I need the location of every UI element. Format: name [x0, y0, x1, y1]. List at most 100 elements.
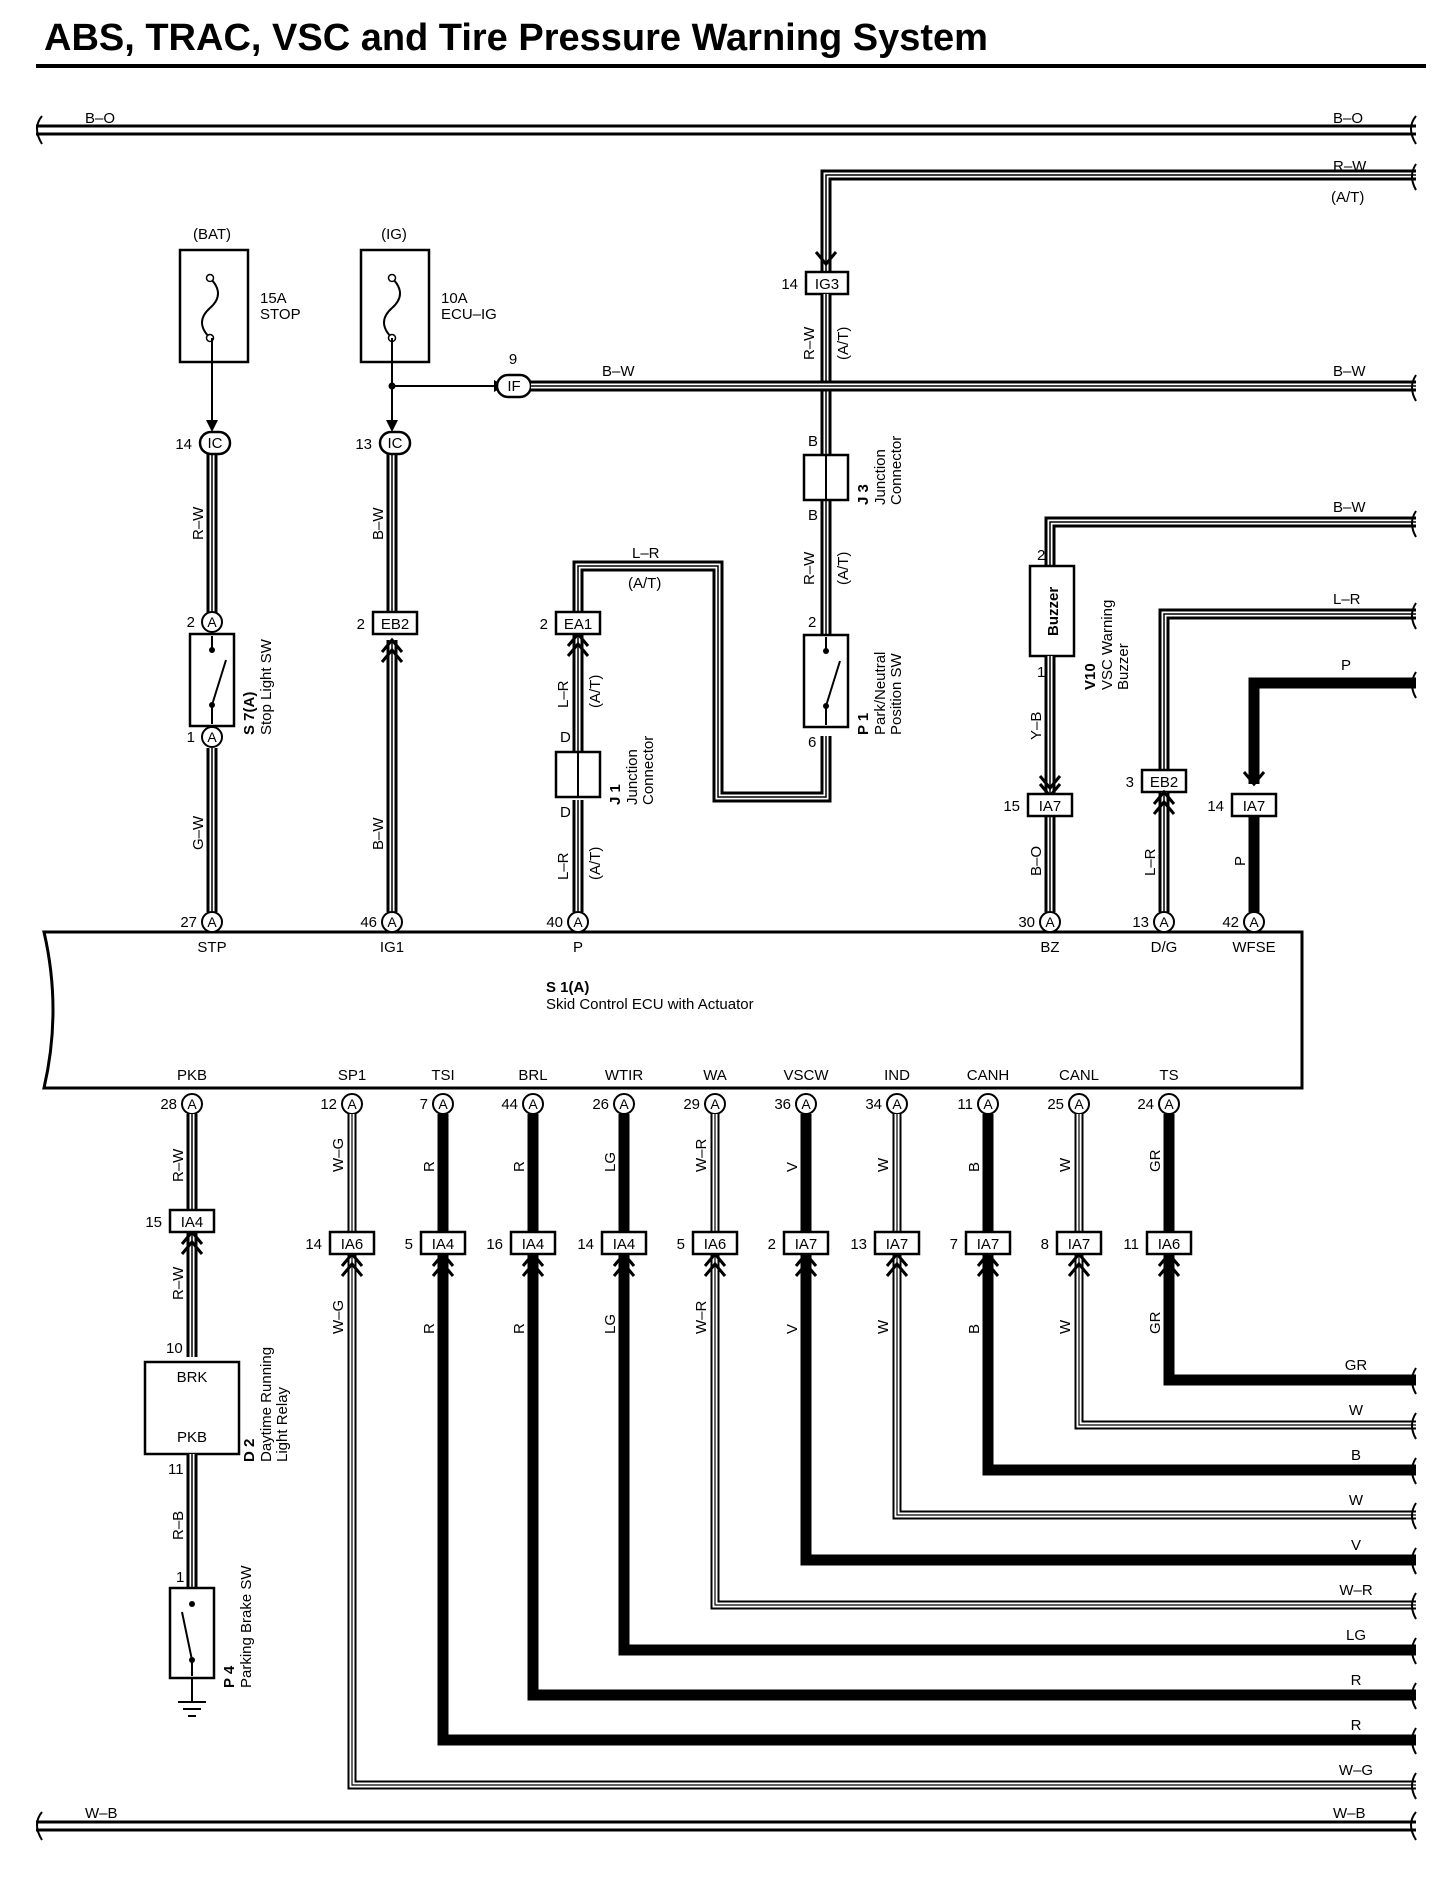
svg-text:IA4: IA4: [432, 1236, 455, 1253]
svg-text:W: W: [875, 1319, 892, 1334]
svg-text:Skid Control ECU with Actuator: Skid Control ECU with Actuator: [546, 996, 754, 1013]
svg-text:A: A: [207, 614, 217, 630]
svg-text:10A: 10A: [441, 290, 468, 307]
wfse-column: P IA7 14 P: [1207, 657, 1417, 912]
svg-text:G–W: G–W: [190, 815, 207, 850]
svg-text:IA7: IA7: [1243, 798, 1266, 815]
svg-text:L–R: L–R: [1142, 848, 1159, 876]
svg-text:A: A: [983, 1096, 993, 1112]
svg-text:Position SW: Position SW: [888, 652, 905, 735]
lr-label: L–R: [1333, 591, 1361, 608]
svg-text:LG: LG: [602, 1314, 619, 1334]
svg-text:B–W: B–W: [602, 363, 635, 380]
svg-text:A: A: [573, 914, 583, 930]
svg-text:1: 1: [176, 1569, 184, 1586]
svg-text:R–W: R–W: [170, 1266, 187, 1300]
svg-text:A: A: [207, 729, 217, 745]
svg-text:R–B: R–B: [170, 1511, 187, 1540]
svg-text:A: A: [619, 1096, 629, 1112]
svg-text:40: 40: [546, 914, 563, 931]
svg-text:STOP: STOP: [260, 306, 301, 323]
svg-text:Connector: Connector: [640, 736, 657, 805]
svg-text:IA6: IA6: [341, 1236, 364, 1253]
svg-text:IA7: IA7: [1039, 798, 1062, 815]
svg-text:15: 15: [1003, 798, 1020, 815]
bus-top-label-right: B–O: [1333, 110, 1363, 127]
svg-text:10: 10: [166, 1340, 183, 1357]
bw2-label: B–W: [1333, 499, 1366, 516]
svg-text:(A/T): (A/T): [587, 847, 604, 880]
svg-text:Connector: Connector: [888, 436, 905, 505]
svg-text:B: B: [966, 1324, 983, 1334]
svg-text:S 1(A): S 1(A): [546, 979, 589, 996]
svg-text:EB2: EB2: [1150, 774, 1178, 791]
svg-text:TSI: TSI: [431, 1067, 454, 1084]
svg-text:11: 11: [168, 1461, 184, 1478]
svg-text:7: 7: [420, 1096, 428, 1113]
svg-text:30: 30: [1018, 914, 1035, 931]
svg-text:1: 1: [187, 729, 195, 746]
svg-text:46: 46: [360, 914, 377, 931]
svg-text:V10: V10: [1082, 663, 1099, 690]
svg-text:IA6: IA6: [704, 1236, 727, 1253]
svg-text:14: 14: [175, 436, 192, 453]
page-title: ABS, TRAC, VSC and Tire Pressure Warning…: [44, 17, 988, 59]
svg-text:P: P: [573, 939, 583, 956]
svg-text:A: A: [1074, 1096, 1084, 1112]
buzzer-column: B–W Buzzer 2 1 V10 VSC Warning Buzzer Y–…: [1003, 499, 1417, 912]
connector-ea1: EA1 2: [540, 610, 602, 636]
svg-text:B–W: B–W: [370, 817, 387, 850]
junction-connector-j3: B B J 3 Junction Connector: [802, 433, 905, 524]
svg-text:VSCW: VSCW: [784, 1067, 830, 1084]
svg-text:ECU–IG: ECU–IG: [441, 306, 497, 323]
bus-bottom-label-right: W–B: [1333, 1805, 1366, 1822]
svg-text:B: B: [1351, 1447, 1361, 1464]
svg-text:13: 13: [355, 436, 372, 453]
bus-bottom-label-left: W–B: [85, 1805, 118, 1822]
svg-text:TS: TS: [1159, 1067, 1178, 1084]
svg-text:IA4: IA4: [181, 1214, 204, 1231]
ig-column: B–W B–W: [370, 338, 505, 912]
junction-connector-j1: D D J 1 Junction Connector: [554, 729, 657, 821]
svg-text:14: 14: [781, 276, 798, 293]
svg-text:A: A: [710, 1096, 720, 1112]
svg-text:WFSE: WFSE: [1232, 939, 1275, 956]
fuse-10a-ecu-ig: (IG) 10A ECU–IG: [359, 226, 497, 364]
svg-text:V: V: [1351, 1537, 1361, 1554]
svg-text:2: 2: [540, 616, 548, 633]
connector-ig3: IG3 14: [781, 270, 850, 296]
svg-text:34: 34: [865, 1096, 882, 1113]
svg-text:B–W: B–W: [370, 507, 387, 540]
svg-text:2: 2: [187, 614, 195, 631]
if-bw-wire: IF 9 B–W B–W: [495, 351, 1417, 402]
svg-text:W: W: [1057, 1157, 1074, 1172]
svg-text:9: 9: [509, 351, 517, 368]
rw-input-wire: R–W (A/T): [814, 158, 1417, 271]
svg-text:14: 14: [1207, 798, 1224, 815]
svg-text:D 2: D 2: [241, 1439, 258, 1462]
svg-text:P: P: [1232, 856, 1249, 866]
svg-text:11: 11: [1123, 1236, 1139, 1253]
svg-text:J 3: J 3: [855, 484, 872, 505]
svg-text:2: 2: [768, 1236, 776, 1253]
svg-text:15A: 15A: [260, 290, 287, 307]
svg-text:R: R: [511, 1323, 528, 1334]
svg-text:BRK: BRK: [177, 1369, 208, 1386]
svg-text:28: 28: [160, 1096, 177, 1113]
svg-text:24: 24: [1137, 1096, 1154, 1113]
svg-text:GR: GR: [1147, 1149, 1164, 1172]
svg-text:5: 5: [677, 1236, 685, 1253]
svg-text:R–W: R–W: [190, 506, 207, 540]
svg-text:B: B: [808, 507, 818, 524]
svg-text:IA7: IA7: [886, 1236, 909, 1253]
